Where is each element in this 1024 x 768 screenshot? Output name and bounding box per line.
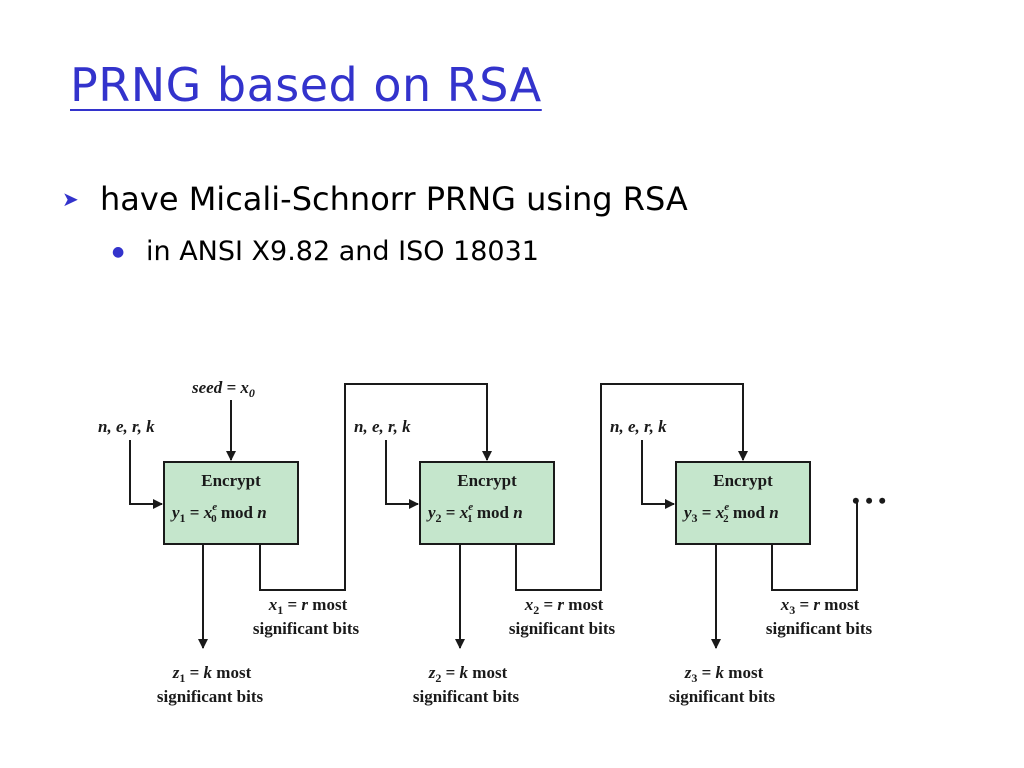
stage-2-params-arrow [385,440,419,509]
continuation-ellipsis: • • • [852,488,886,513]
stage-2-feedback-wire [515,383,748,591]
stage-1-z-label-2: significant bits [157,687,264,706]
stage-1-box-title: Encrypt [201,471,261,490]
stage-2-x-label-2: significant bits [509,619,616,638]
stage-3-feedback-wire [771,500,858,591]
stage-3-z-label-2: significant bits [669,687,776,706]
stage-2-z-label-2: significant bits [413,687,520,706]
bullet-item-2: ● in ANSI X9.82 and ISO 18031 [112,236,539,267]
arrowhead-bullet-icon: ➤ [62,187,79,211]
stage-3-params-arrow [641,440,675,509]
seed-label: seed = x0 [191,378,255,400]
bullet-text-1: have Micali-Schnorr PRNG using RSA [100,180,688,218]
bullet-item-1: ➤ have Micali-Schnorr PRNG using RSA [62,180,688,218]
stage-1-params-arrow [129,440,163,509]
stage-2-box-title: Encrypt [457,471,517,490]
dot-bullet-icon: ● [112,243,125,260]
stage-2-x-label-1: x2 = r most [524,595,604,617]
slide-title: PRNG based on RSA [70,58,542,112]
stage-2-z-label-1: z2 = k most [428,663,508,685]
bullet-text-2: in ANSI X9.82 and ISO 18031 [146,236,539,267]
stage-2-encrypt-box [419,461,555,545]
stage-3-box-title: Encrypt [713,471,773,490]
stage-1-x-label-1: x1 = r most [268,595,348,617]
stage-3-encrypt-box [675,461,811,545]
stage-3-x-label-2: significant bits [766,619,873,638]
stage-3-x-label-1: x3 = r most [780,595,860,617]
stage-1-z-label-1: z1 = k most [172,663,252,685]
stage-3-params: n, e, r, k [610,417,667,436]
stage-1-x-label-2: significant bits [253,619,360,638]
stage-2-params: n, e, r, k [354,417,411,436]
stage-3-z-label-1: z3 = k most [684,663,764,685]
stage-1-feedback-wire [259,383,492,591]
stage-1-encrypt-box [163,461,299,545]
stage-1-params: n, e, r, k [98,417,155,436]
